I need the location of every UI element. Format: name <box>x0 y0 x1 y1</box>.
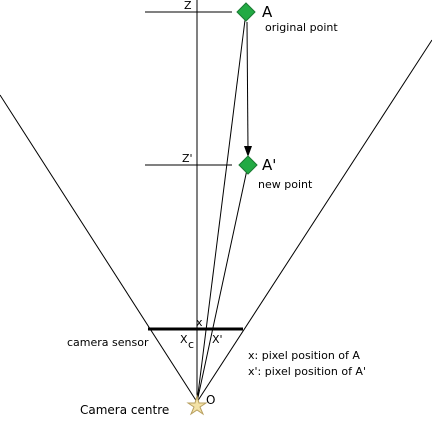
camera-centre-star-icon <box>186 394 208 416</box>
label-sensor-xc-sub: c <box>188 338 194 351</box>
label-a-prime-caption: new point <box>258 178 313 191</box>
label-z: Z <box>184 0 192 12</box>
label-a-caption: original point <box>265 21 338 34</box>
move-arrow-head <box>244 146 252 157</box>
point-a-prime-marker <box>238 155 258 175</box>
legend-x-prime: x': pixel position of A' <box>248 365 366 378</box>
ray-to-a-prime <box>196 164 249 403</box>
ray-to-a <box>196 11 247 403</box>
label-z-prime: Z' <box>182 152 193 165</box>
label-sensor-xc: X <box>180 333 188 346</box>
fov-left-edge <box>0 94 198 403</box>
label-a: A <box>262 3 273 21</box>
label-sensor-x: x <box>196 316 203 329</box>
label-camera-sensor: camera sensor <box>67 336 149 349</box>
move-arrow-line <box>246 21 249 151</box>
fov-right-edge <box>196 39 432 403</box>
legend-x: x: pixel position of A <box>248 349 360 362</box>
label-origin: O <box>206 393 215 407</box>
label-camera-centre: Camera centre <box>80 403 169 417</box>
label-a-prime: A' <box>262 156 276 174</box>
label-sensor-x-prime: X' <box>212 333 223 346</box>
point-a-marker <box>236 2 256 22</box>
